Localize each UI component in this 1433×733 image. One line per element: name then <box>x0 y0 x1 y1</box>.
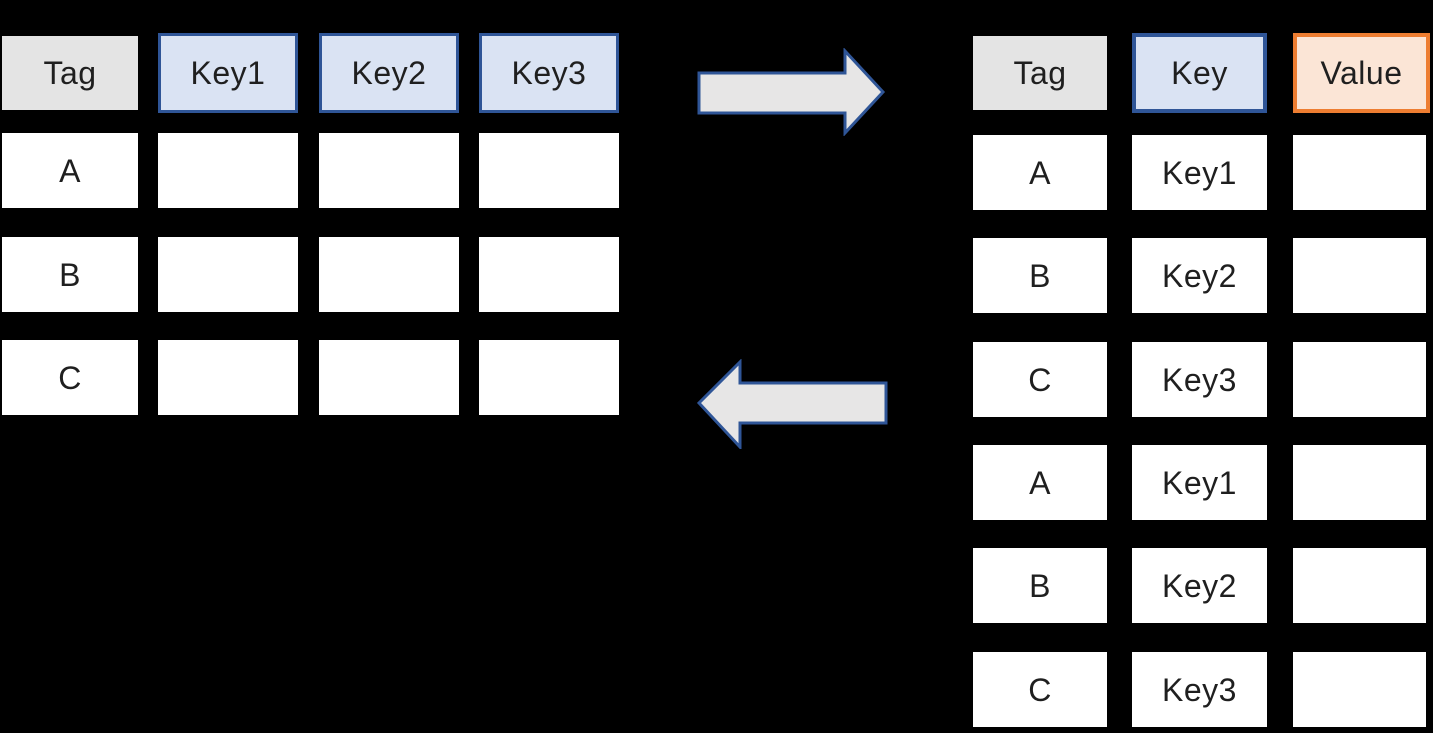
long-table-tag-cell: C <box>973 342 1107 417</box>
long-table-header-value: Value <box>1293 33 1430 113</box>
long-table-tag-cell: C <box>973 652 1107 727</box>
wide-table-value-cell <box>479 237 619 312</box>
wide-table-header-key3: Key3 <box>479 33 619 113</box>
left-block-arrow-icon <box>697 359 888 449</box>
wide-table-header-tag: Tag <box>2 36 138 110</box>
wide-table-value-cell <box>319 340 459 415</box>
wide-table-value-cell <box>158 133 298 208</box>
long-table-value-cell <box>1293 548 1426 623</box>
long-table-tag-cell: B <box>973 238 1107 313</box>
long-table-value-cell <box>1293 238 1426 313</box>
wide-table-header-key2: Key2 <box>319 33 459 113</box>
wide-table-header-key1: Key1 <box>158 33 298 113</box>
wide-table-value-cell <box>158 237 298 312</box>
long-table-value-cell <box>1293 445 1426 520</box>
long-table-header-tag: Tag <box>973 36 1107 110</box>
wide-table-value-cell <box>479 133 619 208</box>
long-table-value-cell <box>1293 652 1426 727</box>
long-table-key-cell: Key2 <box>1132 238 1267 313</box>
wide-table-value-cell <box>319 133 459 208</box>
long-table-value-cell <box>1293 135 1426 210</box>
long-table-key-cell: Key1 <box>1132 445 1267 520</box>
long-table-tag-cell: A <box>973 445 1107 520</box>
long-table-key-cell: Key3 <box>1132 342 1267 417</box>
long-table-value-cell <box>1293 342 1426 417</box>
long-table-header-key: Key <box>1132 33 1267 113</box>
wide-table-tag-cell: C <box>2 340 138 415</box>
wide-table-value-cell <box>158 340 298 415</box>
long-table-tag-cell: A <box>973 135 1107 210</box>
wide-table-tag-cell: A <box>2 133 138 208</box>
wide-table-value-cell <box>479 340 619 415</box>
wide-table-value-cell <box>319 237 459 312</box>
right-block-arrow-icon <box>697 48 886 136</box>
long-table-key-cell: Key2 <box>1132 548 1267 623</box>
wide-table-tag-cell: B <box>2 237 138 312</box>
long-table-tag-cell: B <box>973 548 1107 623</box>
long-table-key-cell: Key3 <box>1132 652 1267 727</box>
long-table-key-cell: Key1 <box>1132 135 1267 210</box>
